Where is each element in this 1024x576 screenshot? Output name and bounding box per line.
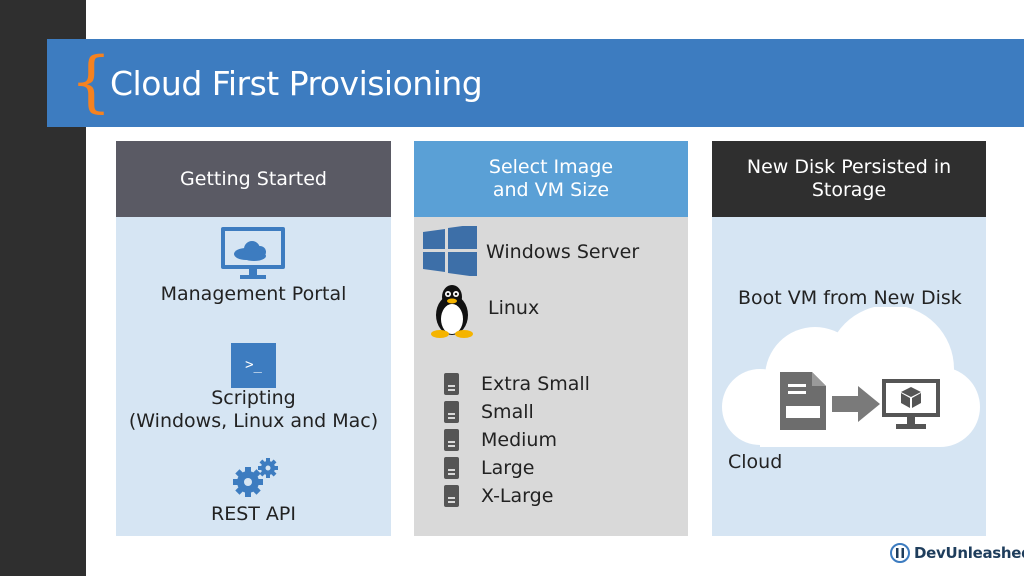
monitor-cloud-icon — [221, 227, 285, 279]
panel-header: Select Image and VM Size — [414, 141, 688, 217]
linux-label: Linux — [488, 297, 540, 319]
vm-size-label: Small — [481, 401, 534, 423]
management-portal-label: Management Portal — [160, 283, 347, 305]
vm-size-label: Medium — [481, 429, 557, 451]
panel-body: Boot VM from New Disk Cloud — [712, 217, 986, 536]
panel-header-line: and VM Size — [492, 179, 610, 201]
cloud-label: Cloud — [728, 451, 783, 473]
vm-size-item: Extra Small — [414, 370, 674, 398]
panel-header: New Disk Persisted in Storage — [712, 141, 986, 217]
disk-icon — [780, 372, 826, 430]
panel-header-line: Select Image — [488, 156, 614, 178]
arrow-right-icon — [832, 386, 880, 422]
logo-text: DevUnleashed — [914, 544, 1024, 562]
vm-size-item: Medium — [414, 426, 674, 454]
terminal-icon: >_ — [231, 343, 276, 388]
panel-header-line: New Disk Persisted in — [746, 156, 952, 178]
server-icon — [444, 485, 459, 507]
server-icon — [444, 373, 459, 395]
rest-api-label: REST API — [211, 503, 296, 525]
slide-title: Cloud First Provisioning — [110, 64, 483, 103]
vm-size-item: X-Large — [414, 482, 674, 510]
windows-logo-icon — [423, 226, 477, 276]
panel-body: Windows Server Linux Extra Small Small M… — [414, 217, 688, 536]
vm-size-label: Extra Small — [481, 373, 590, 395]
linux-penguin-icon — [431, 285, 473, 338]
panel-new-disk: New Disk Persisted in Storage Boot VM fr… — [712, 141, 986, 536]
vm-size-item: Small — [414, 398, 674, 426]
boot-vm-caption: Boot VM from New Disk — [738, 287, 962, 309]
server-icon — [444, 429, 459, 451]
vm-size-label: Large — [481, 457, 535, 479]
vm-monitor-icon — [882, 379, 940, 429]
panel-header-text: Getting Started — [180, 167, 327, 190]
gears-icon — [233, 458, 278, 497]
scripting-label: Scripting — [211, 387, 296, 409]
panel-select-image: Select Image and VM Size Windows Server … — [414, 141, 688, 536]
brace-glyph: { — [70, 43, 112, 120]
windows-server-label: Windows Server — [486, 241, 640, 263]
server-icon — [444, 401, 459, 423]
devunleashed-logo-icon — [890, 543, 910, 563]
vm-size-item: Large — [414, 454, 674, 482]
panel-header: Getting Started — [116, 141, 391, 217]
cloud-shape — [722, 307, 980, 447]
panel-body: Management Portal >_ Scripting (Windows,… — [116, 217, 391, 536]
panel-header-line: Storage — [811, 179, 887, 201]
server-icon — [444, 457, 459, 479]
title-banner — [47, 39, 1024, 127]
devunleashed-logo: DevUnleashed — [890, 541, 1024, 565]
panel-getting-started: Getting Started Management Portal >_ Scr… — [116, 141, 391, 536]
scripting-platforms-label: (Windows, Linux and Mac) — [128, 410, 379, 432]
vm-size-label: X-Large — [481, 485, 554, 507]
